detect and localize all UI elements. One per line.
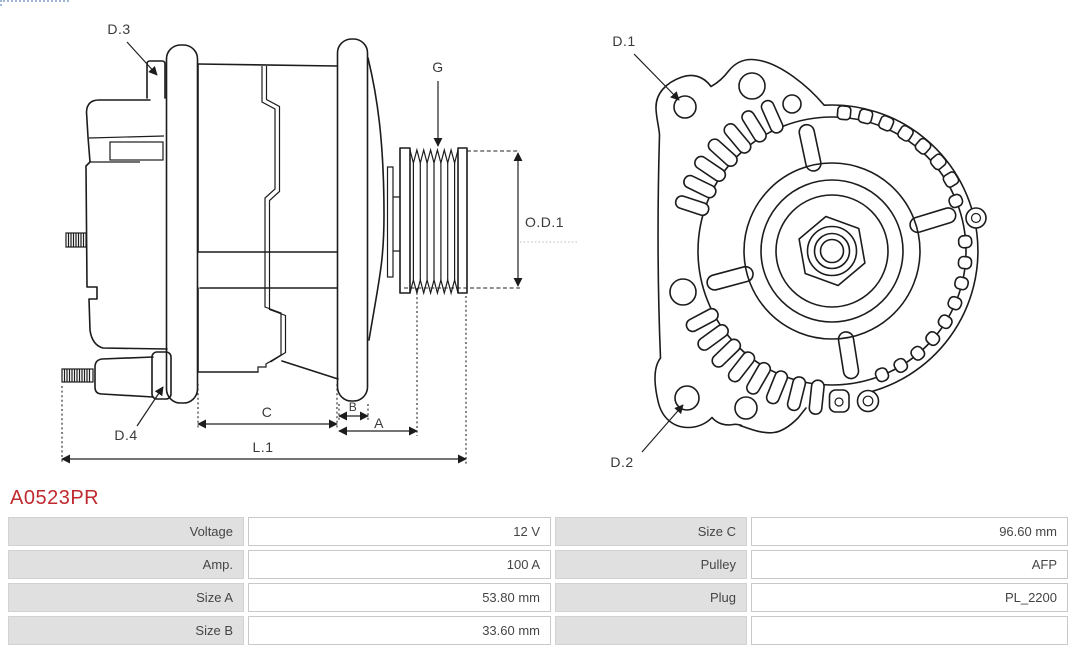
spec-label-voltage: Voltage — [8, 517, 244, 546]
right-tab — [965, 207, 987, 229]
dim-label-l1: L.1 — [253, 439, 274, 455]
spec-label-plug: Plug — [555, 583, 747, 612]
spec-value-amp: 100 A — [248, 550, 551, 579]
terminal-boss — [94, 351, 172, 400]
stator-rim-circle — [697, 116, 967, 386]
dim-label-d3: D.3 — [107, 21, 130, 37]
dim-label-d4: D.4 — [114, 427, 137, 443]
spec-value-voltage: 12 V — [248, 517, 551, 546]
alternator-technical-drawing: O.D.1 G D.3 D.4 C B — [61, 21, 987, 470]
hub-face-circle — [775, 194, 889, 308]
side-view: O.D.1 G D.3 D.4 C B — [61, 21, 578, 464]
drive-end-nose — [367, 57, 385, 341]
rear-mounting-flange — [165, 44, 199, 404]
rim-cutouts-top — [836, 105, 962, 191]
spec-value-size-a: 53.80 mm — [248, 583, 551, 612]
dim-d1: D.1 — [612, 33, 680, 101]
spec-value-size-b: 33.60 mm — [248, 616, 551, 645]
terminal-stud-lower — [61, 368, 94, 383]
selection-corner-artifact — [0, 0, 69, 6]
mounting-hole-d1 — [673, 95, 697, 119]
spec-label-size-c: Size C — [555, 517, 747, 546]
spec-label-pulley: Pulley — [555, 550, 747, 579]
front-mounting-flange — [336, 38, 369, 402]
rotor-face-circle — [743, 162, 921, 340]
dim-g: G — [432, 59, 443, 147]
housing-body — [197, 63, 339, 380]
dim-c: C — [197, 384, 338, 429]
shaft — [386, 166, 400, 278]
dim-l1: L.1 — [61, 296, 467, 464]
spec-label-empty — [555, 616, 747, 645]
inner-face-circle — [760, 179, 904, 323]
spec-label-amp: Amp. — [8, 550, 244, 579]
mounting-hole-mid-left — [669, 278, 697, 306]
spec-value-plug: PL_2200 — [751, 583, 1068, 612]
dim-label-od1: O.D.1 — [525, 214, 564, 230]
spec-table: Voltage 12 V Size C 96.60 mm Amp. 100 A … — [8, 517, 1068, 645]
rear-cover — [85, 60, 168, 350]
dim-d2: D.2 — [610, 404, 684, 470]
dim-d4: D.4 — [114, 386, 164, 443]
mounting-hole-small-top — [782, 94, 802, 114]
dim-label-d1: D.1 — [612, 33, 635, 49]
rim-slots-right — [873, 193, 977, 384]
part-number: A0523PR — [10, 487, 100, 509]
terminal-stud-upper — [65, 232, 87, 248]
dim-label-c: C — [262, 404, 273, 420]
dim-a: A — [338, 288, 418, 436]
vent-louvers — [674, 94, 833, 419]
spec-label-size-b: Size B — [8, 616, 244, 645]
dim-d3: D.3 — [107, 21, 158, 76]
connector-socket — [109, 141, 164, 161]
dim-label-g: G — [432, 59, 443, 75]
mounting-holes — [669, 72, 802, 420]
pulley — [399, 147, 468, 296]
shaft-nut — [798, 215, 866, 287]
dim-label-d2: D.2 — [610, 454, 633, 470]
bracket-spokes — [704, 123, 960, 382]
spec-value-pulley: AFP — [751, 550, 1068, 579]
front-view: D.1 D.2 — [610, 33, 987, 470]
dim-label-b: B — [349, 400, 358, 414]
dim-label-a: A — [374, 415, 384, 431]
dim-od1: O.D.1 — [404, 150, 578, 289]
spec-value-size-c: 96.60 mm — [751, 517, 1068, 546]
bottom-lugs — [828, 207, 987, 413]
dim-b: B — [338, 400, 369, 421]
mounting-hole-top — [738, 72, 766, 100]
mounting-hole-bottom — [734, 396, 758, 420]
spec-value-empty — [751, 616, 1068, 645]
bracket-plate — [654, 58, 825, 434]
spec-label-size-a: Size A — [8, 583, 244, 612]
mounting-hole-d2 — [674, 385, 700, 411]
